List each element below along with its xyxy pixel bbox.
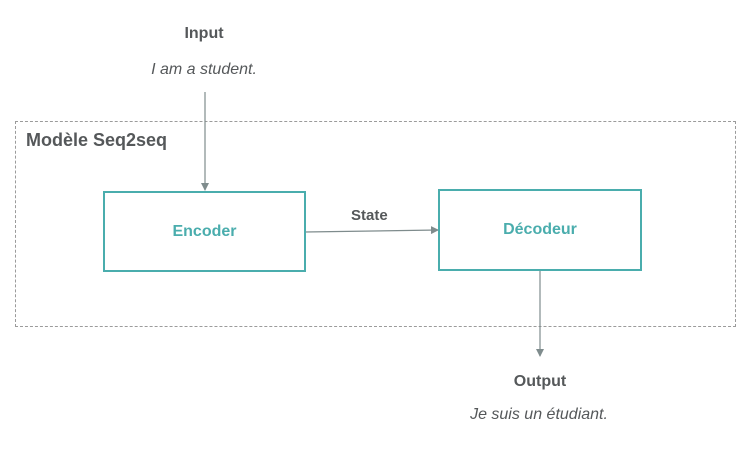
encoder-box: Encoder (103, 191, 306, 272)
state-label: State (351, 207, 388, 224)
state-arrow (304, 226, 439, 235)
decoder-box: Décodeur (438, 189, 642, 271)
model-title: Modèle Seq2seq (26, 130, 168, 150)
output-example: Je suis un étudiant. (470, 406, 608, 423)
encoder-label: Encoder (172, 222, 237, 240)
decoder-label: Décodeur (503, 221, 577, 238)
input-title: Input (184, 25, 224, 42)
seq2seq-model-frame (15, 121, 736, 327)
output-title: Output (513, 373, 567, 390)
input-example: I am a student. (151, 61, 257, 78)
